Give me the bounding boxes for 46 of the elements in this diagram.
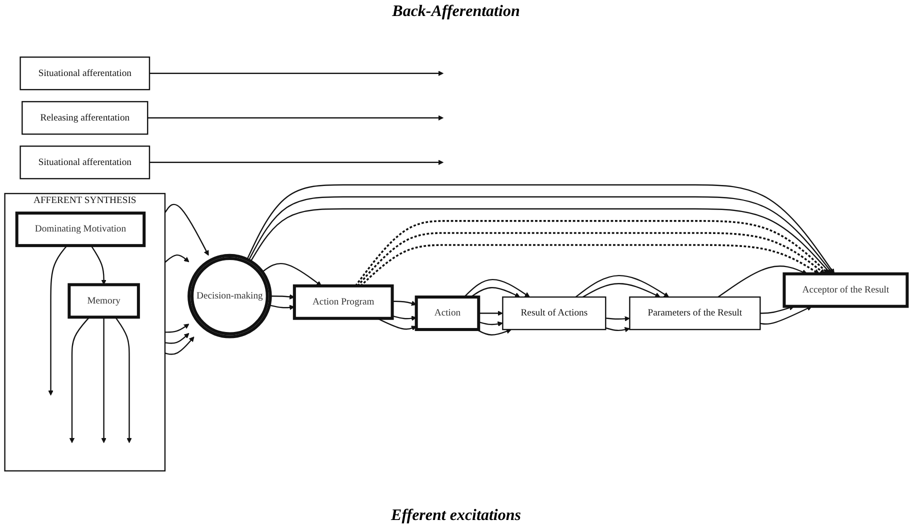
process-box: Dominating Motivation bbox=[15, 212, 146, 248]
diagram-note: Back-Afferentation bbox=[392, 3, 520, 21]
arrow bbox=[464, 278, 530, 298]
process-box: Action bbox=[414, 296, 480, 332]
arrow bbox=[48, 245, 68, 396]
arrow bbox=[606, 316, 630, 322]
arrow bbox=[478, 321, 503, 327]
arrow bbox=[148, 115, 444, 121]
arrow bbox=[605, 327, 630, 332]
arrow bbox=[164, 336, 194, 355]
arrow bbox=[114, 316, 132, 444]
arrow bbox=[392, 300, 417, 306]
decision-circle: Decision-making bbox=[188, 254, 272, 338]
process-box: Acceptor of the Result bbox=[782, 272, 909, 308]
process-box: Situational afferentation bbox=[20, 146, 150, 180]
arrow bbox=[250, 208, 832, 274]
process-box: Parameters of the Result bbox=[629, 296, 761, 330]
process-box: Action Program bbox=[292, 284, 394, 320]
arrow bbox=[470, 287, 520, 298]
arrow bbox=[575, 274, 670, 298]
process-box: Memory bbox=[68, 283, 140, 319]
arrow bbox=[760, 306, 812, 325]
arrow bbox=[270, 294, 295, 300]
arrow bbox=[150, 160, 444, 166]
arrow bbox=[90, 245, 106, 285]
arrow bbox=[478, 310, 503, 316]
process-box: Releasing afferentation bbox=[22, 101, 148, 135]
arrow bbox=[164, 254, 190, 263]
process-box: Situational afferentation bbox=[20, 56, 150, 90]
arrow bbox=[69, 316, 90, 444]
process-box: Result of Actions bbox=[502, 296, 606, 330]
arrow bbox=[354, 220, 829, 286]
arrow bbox=[262, 262, 322, 286]
arrow bbox=[377, 318, 417, 331]
arrow bbox=[150, 70, 444, 76]
arrow bbox=[392, 315, 417, 321]
arrow bbox=[164, 333, 190, 344]
arrow bbox=[269, 304, 295, 310]
arrow bbox=[718, 266, 808, 298]
diagram-note: Efferent excitations bbox=[391, 507, 521, 525]
arrow bbox=[164, 204, 209, 256]
arrow bbox=[476, 328, 512, 336]
arrow bbox=[101, 317, 106, 444]
arrow bbox=[164, 324, 190, 333]
arrow bbox=[582, 283, 660, 298]
arrow bbox=[357, 232, 826, 286]
